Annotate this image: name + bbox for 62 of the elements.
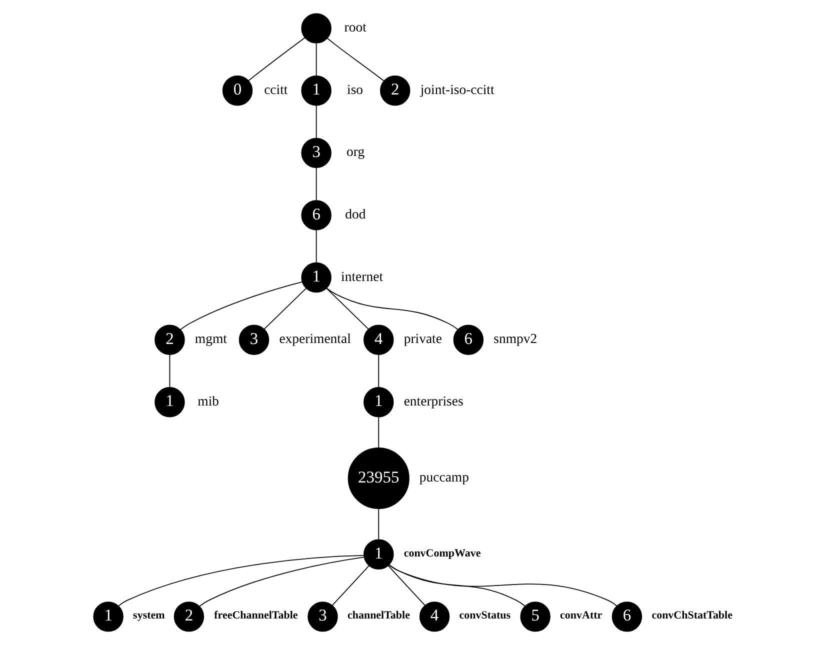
connector (378, 416, 380, 448)
node-circle: 23955 (348, 447, 410, 510)
node-circle (301, 13, 332, 44)
node-circle: 2 (154, 324, 185, 355)
node-label: internet (341, 268, 384, 284)
node-label: org (346, 144, 365, 160)
connector (248, 37, 306, 82)
node-circle: 5 (520, 602, 550, 632)
node-circle: 1 (301, 76, 332, 106)
node-circle: 1 (301, 262, 332, 293)
node-label: mgmt (194, 331, 227, 346)
node-label: convChStatTable (652, 610, 732, 622)
connector (388, 564, 526, 606)
node-label: experimental (279, 331, 351, 346)
connector (199, 556, 364, 607)
connector (378, 508, 380, 540)
node-circle: 4 (419, 602, 450, 632)
connector (118, 554, 364, 606)
connector (388, 564, 618, 606)
node-label: channelTable (347, 610, 410, 622)
node-circle: 1 (154, 387, 185, 418)
node-label: mib (198, 393, 220, 408)
node-label: snmpv2 (494, 331, 538, 346)
connector (316, 105, 317, 139)
node-label: root (344, 20, 366, 35)
node-circle: 1 (364, 539, 394, 570)
connector (316, 230, 317, 264)
connector (316, 167, 317, 201)
node-label: convAttr (560, 610, 602, 622)
connector (378, 354, 380, 388)
node-circle: 1 (364, 387, 394, 418)
connector (326, 288, 458, 330)
node-circle: 3 (238, 324, 270, 355)
node-label: convCompWave (404, 547, 481, 560)
connector (169, 354, 170, 388)
node-label: freeChannelTable (214, 610, 298, 622)
node-circle: 1 (93, 602, 124, 632)
node-circle: 6 (612, 602, 642, 632)
connector (180, 282, 303, 330)
node-circle: 6 (453, 324, 484, 355)
node-circle: 4 (364, 324, 394, 355)
node-circle: 3 (301, 138, 332, 168)
node-label: system (133, 610, 165, 622)
node-circle: 2 (380, 76, 410, 106)
node-label: enterprises (404, 393, 464, 408)
node-label: ccitt (264, 82, 288, 97)
node-label: puccamp (419, 469, 469, 484)
node-circle: 6 (301, 200, 332, 230)
node-label: joint-iso-ccitt (420, 82, 494, 97)
connector (316, 42, 317, 76)
connector (388, 565, 426, 606)
node-label: iso (347, 82, 364, 97)
connector (264, 288, 306, 330)
node-label: convStatus (459, 610, 511, 622)
connector (326, 288, 369, 330)
connector (332, 565, 370, 606)
node-label: dod (345, 206, 366, 222)
connector (326, 38, 384, 82)
node-circle: 2 (174, 602, 204, 632)
node-circle: 3 (308, 602, 338, 632)
node-circle: 0 (222, 76, 253, 106)
node-label: private (404, 331, 442, 346)
